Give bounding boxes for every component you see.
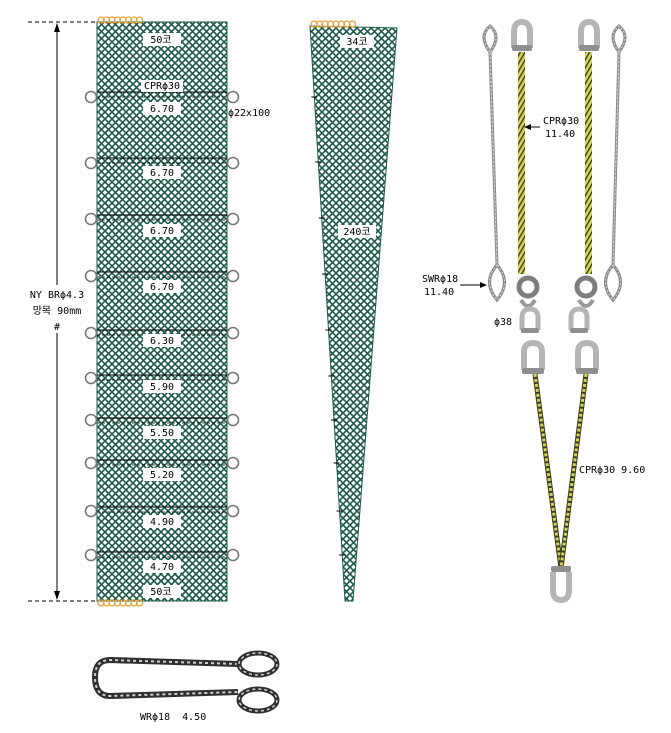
- ring-icon: [84, 456, 98, 470]
- float-bead-icon: [135, 599, 144, 607]
- swr-length: 11.40: [424, 287, 454, 298]
- taper-top-label: 34코: [346, 37, 367, 48]
- dimension-label: NY BRϕ4.3: [30, 290, 84, 301]
- wire-sling-label: WRϕ18 4.50: [140, 712, 206, 723]
- section-length-label: 6.30: [150, 336, 174, 347]
- ring-icon: [84, 269, 98, 283]
- section-length-label: 6.70: [150, 168, 174, 179]
- taper-net-panel: 34코 240코: [309, 20, 398, 602]
- section-length-label: 6.70: [150, 104, 174, 115]
- dimension-label: #: [54, 322, 60, 333]
- wire-rope-sling: WRϕ18 4.50: [91, 650, 280, 723]
- side-rings: [84, 90, 240, 562]
- shackle-icon: [519, 298, 537, 308]
- arrow-head-icon: [524, 124, 531, 130]
- cpr-rope-upper-right: [574, 18, 600, 308]
- shackle-icon: [578, 18, 600, 48]
- float-bead-icon: [348, 20, 357, 28]
- ring-icon: [226, 504, 240, 518]
- ring-icon: [226, 413, 240, 427]
- arrow-head-bottom-icon: [54, 591, 60, 600]
- taper-net-mesh: [309, 25, 398, 602]
- taper-ticks: [311, 96, 346, 556]
- shackle-label: ϕ38: [494, 317, 512, 328]
- ring-icon: [84, 504, 98, 518]
- ring-icon: [226, 156, 240, 170]
- shackle-icon: [550, 572, 572, 604]
- net-top-label: 50코: [150, 35, 171, 46]
- wire-loop-sling-right: [604, 24, 627, 303]
- taper-middle-label: 240코: [343, 227, 370, 238]
- main-net-panel: NY BRϕ4.3 망목 90mm # 50코 CPRϕ30 ϕ22x100 6…: [24, 16, 270, 607]
- section-length-label: 5.90: [150, 382, 174, 393]
- cpr-rope-upper-left: [511, 18, 540, 308]
- shackle-icon: [577, 298, 595, 308]
- cpr-upper-label: CPRϕ30: [543, 116, 579, 127]
- float-beads-bottom: [97, 599, 144, 607]
- thimble-icon: [516, 275, 540, 299]
- section-length-label: 5.50: [150, 428, 174, 439]
- section-labels: 6.70 6.70 6.70 6.70 6.30 5.90 5.50 5.20 4.90 4.70: [143, 102, 181, 573]
- section-length-label: 6.70: [150, 282, 174, 293]
- ring-icon: [84, 413, 98, 427]
- ring-icon: [84, 326, 98, 340]
- section-length-label: 6.70: [150, 226, 174, 237]
- ring-icon: [226, 326, 240, 340]
- ring-icon: [226, 269, 240, 283]
- ring-label: ϕ22x100: [228, 108, 270, 119]
- section-length-label: 4.90: [150, 517, 174, 528]
- ring-icon: [226, 90, 240, 104]
- arrow-head-top-icon: [54, 23, 60, 32]
- cpr-bridle-label: CPRϕ30 9.60: [579, 465, 645, 476]
- arrow-head-icon: [480, 282, 487, 288]
- swr-label: SWRϕ18: [422, 274, 458, 285]
- ring-icon: [226, 456, 240, 470]
- section-length-label: 5.20: [150, 470, 174, 481]
- cpr-bridle: [521, 339, 599, 604]
- shackle-icon: [511, 18, 533, 48]
- wire-loop-sling-left: [482, 24, 506, 303]
- taper-float-beads: [310, 20, 357, 28]
- dimension-label: 망목 90mm: [33, 305, 82, 317]
- shackle-icon: [521, 339, 545, 370]
- shackle-pair: [519, 306, 590, 333]
- cpr-upper-length: 11.40: [545, 129, 575, 140]
- float-bead-icon: [135, 16, 144, 24]
- float-beads-top: [97, 16, 144, 24]
- shackle-icon: [568, 306, 590, 330]
- ring-icon: [84, 548, 98, 562]
- shackle-icon: [519, 306, 541, 330]
- rigging-group: CPRϕ30 11.40 SWRϕ18 11.40 ϕ38 CPRϕ: [422, 18, 645, 604]
- net-mesh: [96, 21, 228, 602]
- ring-icon: [226, 548, 240, 562]
- ring-icon: [226, 212, 240, 226]
- net-bottom-label: 50코: [150, 587, 171, 598]
- float-line-label: CPRϕ30: [144, 81, 180, 92]
- shackle-icon: [575, 339, 599, 370]
- ring-icon: [226, 371, 240, 385]
- ring-icon: [84, 212, 98, 226]
- ring-icon: [84, 371, 98, 385]
- thimble-icon: [574, 275, 598, 299]
- section-length-label: 4.70: [150, 562, 174, 573]
- ring-icon: [84, 156, 98, 170]
- ring-icon: [84, 90, 98, 104]
